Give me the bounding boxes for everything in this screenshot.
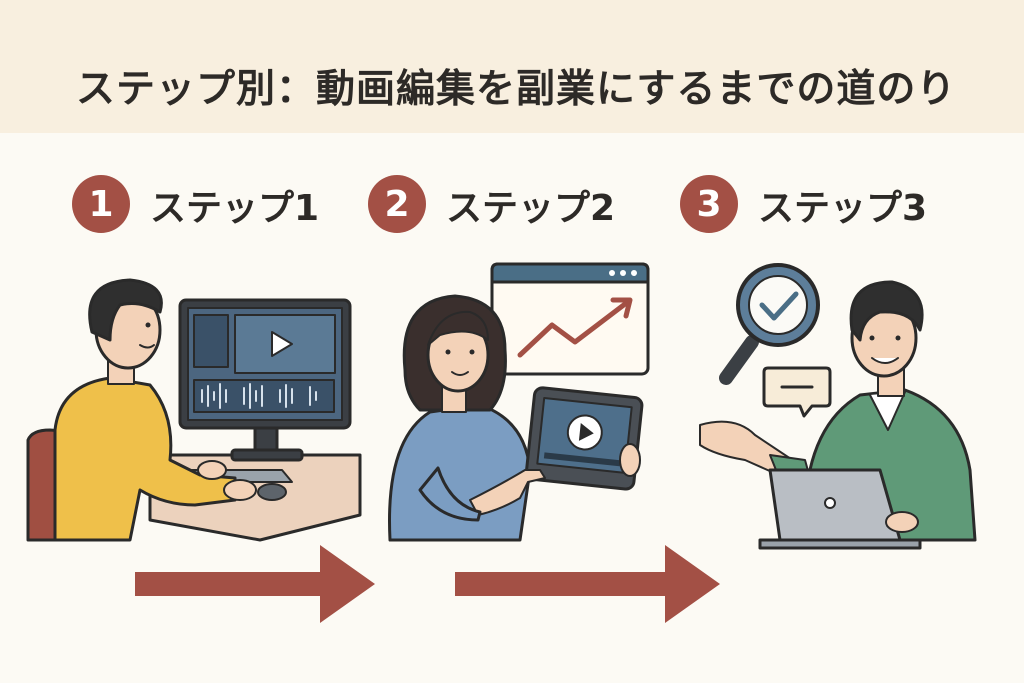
growth-chart xyxy=(517,301,628,358)
step-2-illustration xyxy=(388,262,650,542)
magnifier-icon xyxy=(719,263,820,385)
check-icon xyxy=(759,291,799,321)
step-1-number-badge: 1 xyxy=(72,175,130,233)
person-1-body xyxy=(53,376,237,542)
step-1-illustration xyxy=(26,278,362,542)
play-icon xyxy=(271,331,293,357)
step-2-number-badge: 2 xyxy=(368,175,426,233)
step-3-label: ステップ3 xyxy=(758,188,928,229)
audio-waveform xyxy=(201,383,317,409)
step-1-label: ステップ1 xyxy=(150,188,320,229)
desktop-monitor xyxy=(178,298,352,462)
page-title: ステップ別：動画編集を副業にするまでの道のり xyxy=(76,67,957,112)
laptop xyxy=(758,468,922,550)
step-3-number-badge: 3 xyxy=(680,175,738,233)
speech-bubble-icon xyxy=(762,366,832,418)
play-icon xyxy=(578,422,594,441)
person-1-hair xyxy=(88,278,163,342)
step-2-label: ステップ2 xyxy=(446,188,616,229)
title-banner xyxy=(0,0,1024,133)
person-3-hair xyxy=(849,280,924,342)
step-3-illustration xyxy=(699,263,977,550)
arrow-step-1-to-2 xyxy=(135,545,375,623)
arrow-step-2-to-3 xyxy=(455,545,720,623)
mouse xyxy=(257,483,287,501)
tablet xyxy=(524,386,644,491)
person-2-body xyxy=(388,403,532,542)
browser-window xyxy=(490,262,650,376)
